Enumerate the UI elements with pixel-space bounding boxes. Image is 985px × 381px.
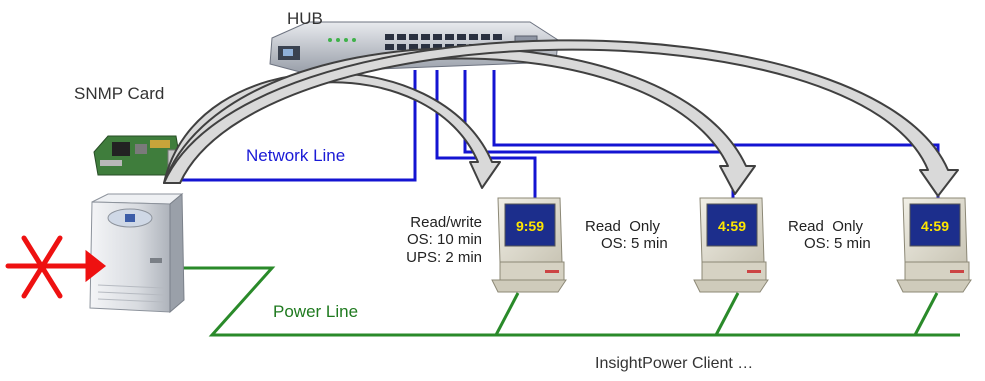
client-os-delay: OS: 10 min — [406, 231, 482, 249]
arrow-to-client-3 — [163, 39, 959, 197]
client-mode: Read/write — [410, 214, 482, 231]
desktop-computer-icon — [693, 197, 769, 293]
client-os-delay: OS: 5 min — [601, 235, 668, 253]
desktop-computer-icon — [896, 197, 972, 293]
client-ups-delay: UPS: 2 min — [406, 248, 482, 266]
countdown-timer: 4:59 — [718, 218, 746, 234]
desktop-computer-icon — [491, 197, 567, 293]
no-power-cross-icon — [5, 235, 107, 299]
ups-tower-icon — [89, 192, 185, 314]
countdown-timer: 9:59 — [516, 218, 544, 234]
client-mode: Read Only — [788, 218, 864, 235]
countdown-timer: 4:59 — [921, 218, 949, 234]
hub-label: HUB — [287, 9, 323, 28]
snmp-card-label: SNMP Card — [74, 84, 165, 103]
client-1-info: Read/write OS: 10 min UPS: 2 min — [352, 214, 482, 281]
client-mode: Read Only — [585, 218, 661, 235]
network-line-label: Network Line — [246, 146, 346, 165]
snmp-card-icon — [93, 135, 183, 176]
client-os-delay: OS: 5 min — [804, 235, 871, 253]
client-3-info: Read Only OS: 5 min — [788, 218, 898, 253]
client-caption: InsightPower Client … — [595, 355, 754, 372]
client-2-info: Read Only OS: 5 min — [585, 218, 695, 253]
power-line-label: Power Line — [273, 302, 359, 321]
notification-arrows — [163, 39, 959, 197]
